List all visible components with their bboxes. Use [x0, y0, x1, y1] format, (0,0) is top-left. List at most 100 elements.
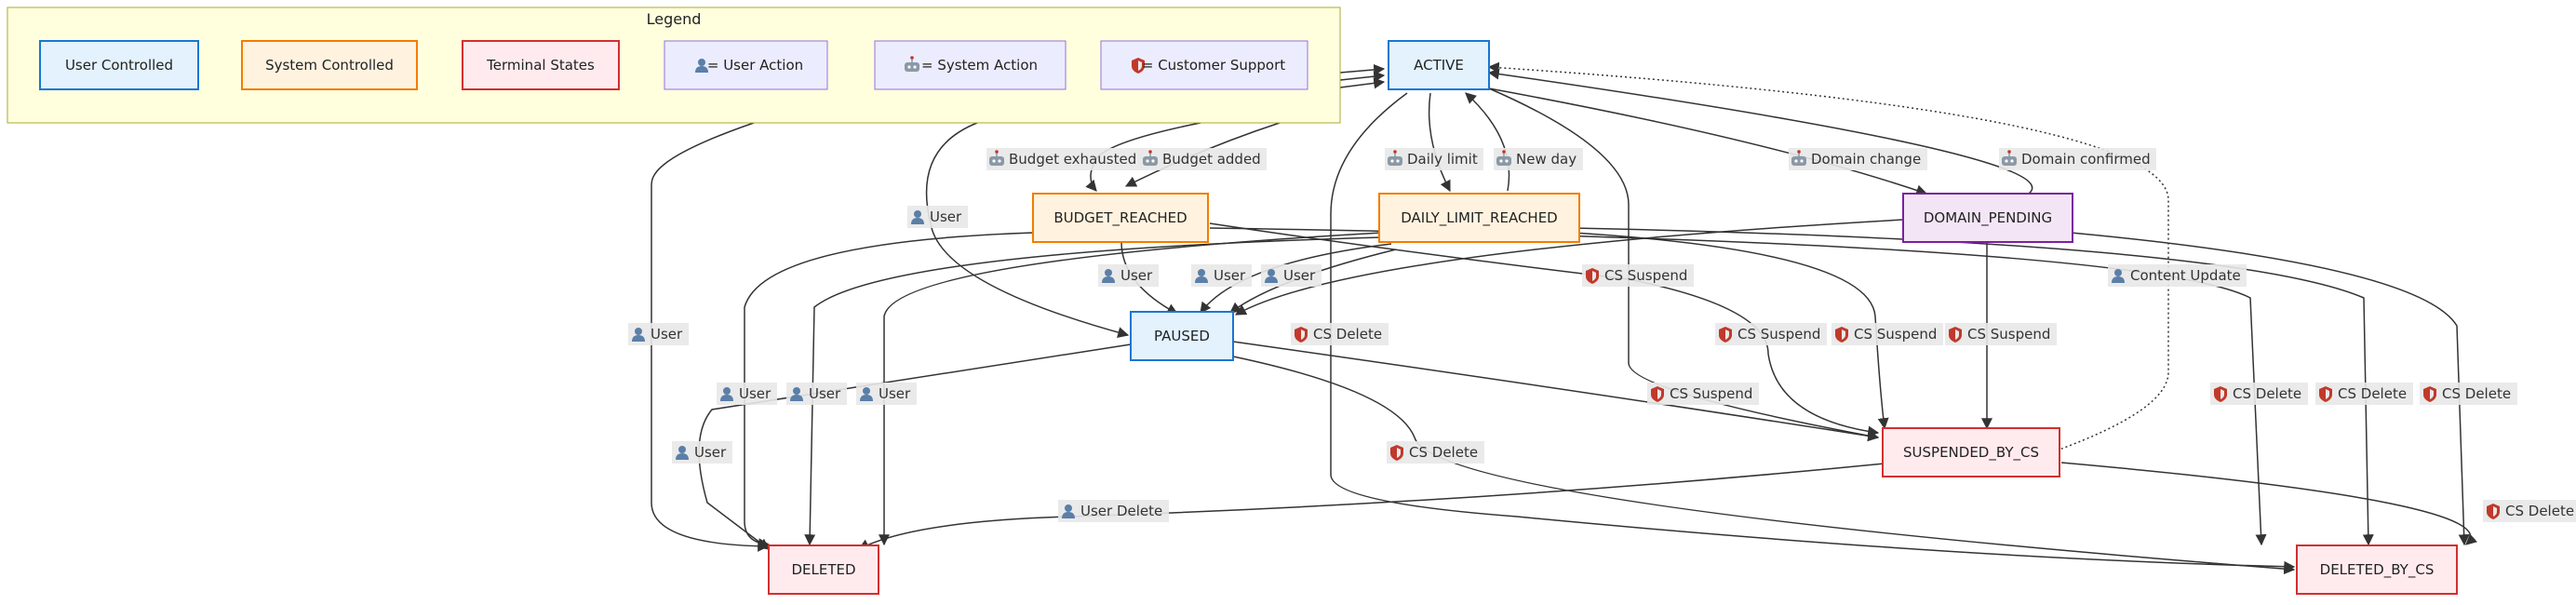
edge-label-text: CS Suspend	[1670, 385, 1752, 402]
node-daily-limit-reached[interactable]: DAILY_LIMIT_REACHED	[1378, 193, 1580, 243]
legend-item-label: System Controlled	[265, 57, 394, 74]
legend-item-label: = System Action	[921, 57, 1038, 74]
edge-label-user-active-paused: User	[907, 206, 968, 228]
edge-domain-cs-delete	[2070, 232, 2470, 546]
node-deleted-by-cs[interactable]: DELETED_BY_CS	[2296, 544, 2458, 595]
edge-label-text: CS Delete	[1313, 326, 1382, 343]
node-label: DAILY_LIMIT_REACHED	[1401, 209, 1558, 227]
edge-label-text: User	[879, 385, 911, 402]
edge-user-active-paused	[925, 122, 1130, 338]
edge-layer	[651, 61, 2478, 575]
edge-label-cs-suspend-domain: CS Suspend	[1945, 323, 2057, 345]
node-paused[interactable]: PAUSED	[1130, 311, 1234, 361]
legend-item-user-action: = User Action	[664, 40, 828, 90]
edge-label-text: CS Suspend	[1604, 267, 1687, 284]
user-icon	[720, 387, 733, 401]
edge-budget-to-deleted	[744, 232, 1034, 550]
user-icon	[911, 210, 924, 224]
shield-icon	[1835, 327, 1848, 343]
edge-label-user-daily-paused-1: User	[1191, 264, 1252, 287]
node-suspended-by-cs[interactable]: SUSPENDED_BY_CS	[1882, 427, 2060, 477]
edge-budget-cs-suspend	[1209, 222, 1880, 437]
shield-icon	[2487, 504, 2500, 519]
robot-icon	[1143, 150, 1158, 166]
edge-legend-to-active-1	[1339, 63, 1386, 75]
user-icon	[1102, 269, 1115, 283]
edge-paused-cs-delete	[1232, 356, 2296, 575]
edge-label-user-deleted-1: User	[717, 383, 777, 405]
edge-label-cs-suspend-budget: CS Suspend	[1715, 323, 1827, 345]
shield-icon	[1295, 327, 1308, 343]
edge-legend-to-active-3	[1339, 77, 1386, 89]
node-domain-pending[interactable]: DOMAIN_PENDING	[1902, 193, 2073, 243]
edge-label-cs-suspend-paused: CS Suspend	[1647, 383, 1759, 405]
legend-item-system-action: = System Action	[874, 40, 1067, 90]
edge-active-cs-suspend	[1488, 87, 1880, 441]
edge-label-budget-added: Budget added	[1140, 148, 1267, 170]
edge-label-text: CS Delete	[2505, 503, 2574, 519]
edge-label-user-budget-paused: User	[1098, 264, 1159, 287]
edge-label-cs-suspend-daily: CS Suspend	[1831, 323, 1943, 345]
edge-label-text: CS Delete	[2233, 385, 2301, 402]
node-label: SUSPENDED_BY_CS	[1903, 444, 2039, 462]
edge-label-text: User	[1120, 267, 1153, 284]
legend-item-label: = Customer Support	[1142, 57, 1285, 74]
edge-daily-to-deleted-2	[879, 232, 1383, 546]
edge-label-cs-delete-budget: CS Delete	[2210, 383, 2308, 405]
edge-label-user-deleted-3: User	[856, 383, 917, 405]
shield-icon	[1132, 58, 1145, 74]
edge-label-text: Budget exhausted	[1009, 151, 1136, 168]
edge-active-deleted-long	[1330, 92, 2296, 572]
node-label: BUDGET_REACHED	[1053, 209, 1187, 227]
edge-label-text: User Delete	[1080, 503, 1162, 519]
edge-label-new-day: New day	[1494, 148, 1583, 170]
edge-label-user-deleted-2: User	[786, 383, 847, 405]
node-budget-reached[interactable]: BUDGET_REACHED	[1032, 193, 1209, 243]
legend-item-terminal-states: Terminal States	[462, 40, 620, 90]
node-deleted[interactable]: DELETED	[768, 544, 879, 595]
user-icon	[1062, 504, 1075, 518]
robot-icon	[1791, 150, 1806, 166]
edge-label-text: Daily limit	[1407, 151, 1478, 168]
edge-label-text: User	[1283, 267, 1316, 284]
edge-suspended-cs-delete	[2060, 462, 2478, 545]
edge-domain-to-paused	[1234, 219, 1904, 316]
shield-icon	[1719, 327, 1732, 343]
edge-label-budget-exhausted: Budget exhausted	[986, 148, 1143, 170]
legend-item-customer-support: = Customer Support	[1100, 40, 1308, 90]
edge-label-text: New day	[1516, 151, 1576, 168]
edge-label-user-daily-paused-2: User	[1261, 264, 1322, 287]
edge-label-text: User	[809, 385, 841, 402]
legend-item-label: User Controlled	[65, 57, 173, 74]
shield-icon	[1949, 327, 1962, 343]
edge-label-text: CS Suspend	[1967, 326, 2050, 343]
edge-label-text: User	[739, 385, 771, 402]
shield-icon	[2423, 386, 2436, 402]
shield-icon	[2319, 386, 2332, 402]
edge-label-text: User	[930, 208, 962, 225]
node-label: DELETED	[791, 561, 855, 578]
edge-label-text: CS Delete	[2338, 385, 2407, 402]
edge-label-text: CS Delete	[1409, 444, 1478, 461]
edge-label-text: Domain change	[1811, 151, 1921, 168]
edge-label-text: Content Update	[2130, 267, 2241, 284]
user-icon	[676, 446, 689, 460]
edge-label-domain-confirmed: Domain confirmed	[1999, 148, 2156, 170]
node-label: DOMAIN_PENDING	[1924, 209, 2052, 227]
user-icon	[790, 387, 803, 401]
edge-label-text: User	[651, 326, 683, 343]
edge-label-cs-delete-domain: CS Delete	[2420, 383, 2517, 405]
edge-label-content-update: Content Update	[2108, 264, 2247, 287]
shield-icon	[1390, 445, 1403, 461]
edge-suspended-to-deleted	[857, 463, 1885, 550]
user-icon	[1265, 269, 1278, 283]
edge-label-cs-delete-suspended: CS Delete	[2483, 500, 2576, 522]
node-label: PAUSED	[1154, 328, 1210, 344]
edge-label-text: CS Delete	[2442, 385, 2511, 402]
edge-label-text: Domain confirmed	[2021, 151, 2151, 168]
shield-icon	[1651, 386, 1664, 402]
edge-daily-cs-suspend	[1572, 232, 1889, 430]
legend-item-user-controlled: User Controlled	[39, 40, 199, 90]
node-active[interactable]: ACTIVE	[1388, 40, 1490, 90]
